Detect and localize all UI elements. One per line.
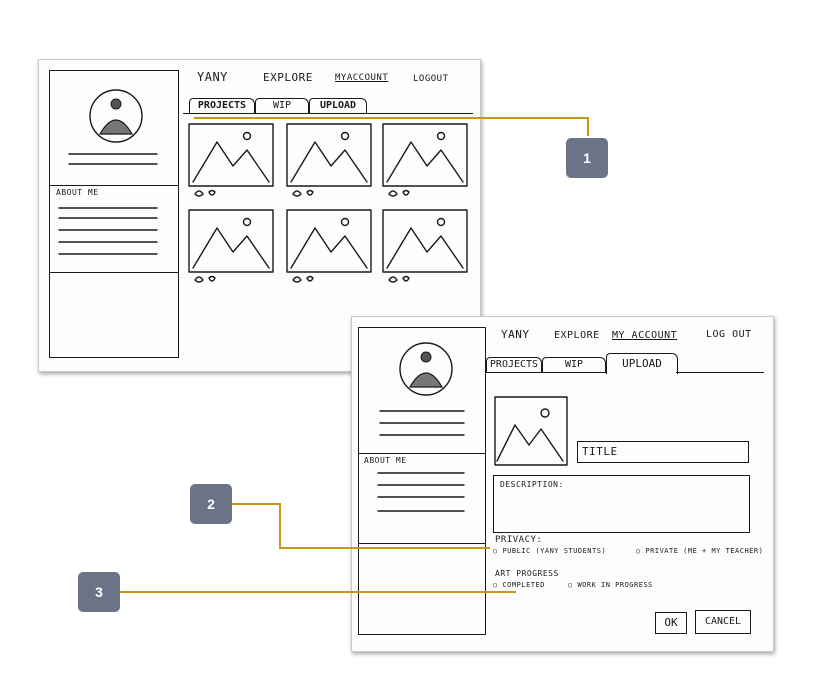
thumb-row-1 <box>188 123 468 197</box>
tab-projects[interactable]: PROJECTS <box>486 357 542 372</box>
profile-sidebar <box>358 327 486 635</box>
cancel-button[interactable]: CANCEL <box>695 610 751 634</box>
thumb-row-2 <box>188 209 468 283</box>
about-me-label: ABOUT ME <box>56 188 99 197</box>
project-thumbnail-grid[interactable] <box>183 120 483 300</box>
title-input[interactable]: TITLE <box>577 441 749 463</box>
avatar <box>399 342 453 396</box>
callout-badge-2: 2 <box>190 484 232 524</box>
callout-badge-1: 1 <box>566 138 608 178</box>
tab-wip[interactable]: WIP <box>542 357 606 372</box>
profile-name-lines <box>68 153 158 165</box>
nav-logout[interactable]: LOGOUT <box>413 74 449 84</box>
tab-wip[interactable]: WIP <box>255 98 309 113</box>
tab-upload[interactable]: UPLOAD <box>606 353 678 374</box>
title-placeholder: TITLE <box>582 445 618 458</box>
nav-explore[interactable]: EXPLORE <box>554 330 600 341</box>
privacy-option-public[interactable]: ○ PUBLIC (YANY STUDENTS) <box>493 547 607 555</box>
profile-sidebar <box>49 70 179 358</box>
nav-explore[interactable]: EXPLORE <box>263 71 313 84</box>
privacy-option-private[interactable]: ○ PRIVATE (ME + MY TEACHER) <box>636 547 764 555</box>
description-label: DESCRIPTION: <box>500 480 564 489</box>
art-progress-label: ART PROGRESS <box>495 569 559 578</box>
nav-logo[interactable]: YANY <box>197 70 228 84</box>
tab-projects[interactable]: PROJECTS <box>189 98 255 113</box>
about-me-label: ABOUT ME <box>364 456 407 465</box>
progress-option-wip[interactable]: ○ WORK IN PROGRESS <box>568 581 653 589</box>
about-me-lines <box>377 472 465 512</box>
avatar <box>89 89 143 143</box>
ok-button[interactable]: OK <box>655 612 687 634</box>
about-me-lines <box>58 207 158 255</box>
sketch-upload-page: ABOUT ME YANY EXPLORE MY ACCOUNT LOG OUT… <box>351 316 774 652</box>
tab-upload[interactable]: UPLOAD <box>309 98 367 113</box>
upload-image-placeholder[interactable] <box>493 395 569 467</box>
profile-name-lines <box>379 410 465 436</box>
nav-my-account[interactable]: MY ACCOUNT <box>612 330 678 341</box>
progress-option-completed[interactable]: ○ COMPLETED <box>493 581 545 589</box>
nav-logo[interactable]: YANY <box>501 328 530 341</box>
privacy-label: PRIVACY: <box>495 535 543 545</box>
description-textarea[interactable]: DESCRIPTION: <box>493 475 750 533</box>
callout-badge-3: 3 <box>78 572 120 612</box>
nav-my-account[interactable]: MYACCOUNT <box>335 73 389 83</box>
nav-logout[interactable]: LOG OUT <box>706 329 752 340</box>
sketch-projects-page: ABOUT ME YANY EXPLORE MYACCOUNT LOGOUT P… <box>38 59 481 372</box>
